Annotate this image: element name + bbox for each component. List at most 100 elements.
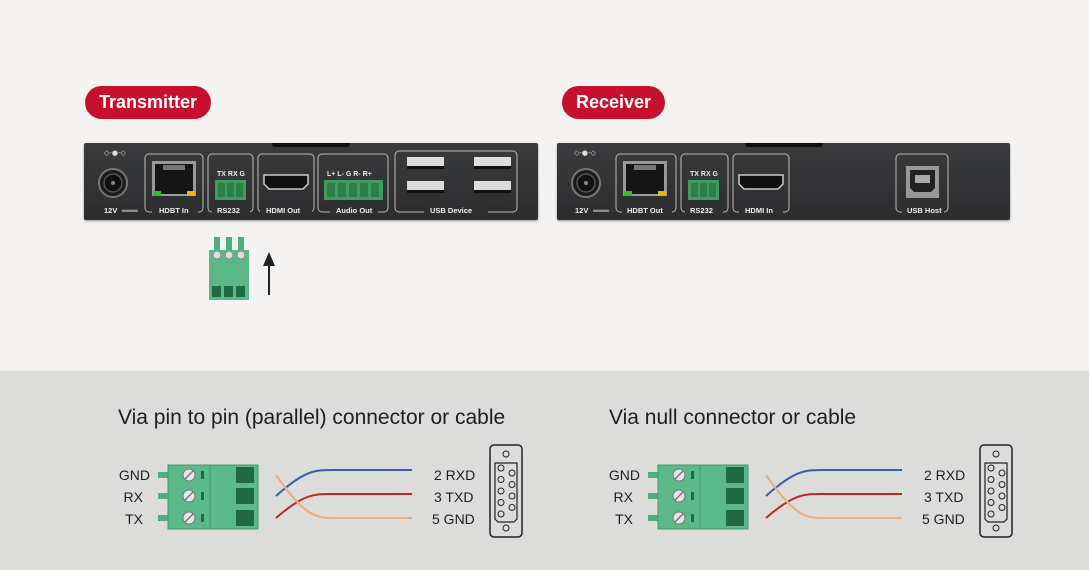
wire-orange xyxy=(765,474,902,519)
db9-pin xyxy=(497,499,505,506)
audio-label: Audio Out xyxy=(336,206,373,215)
wire-socket xyxy=(726,467,744,483)
db9-shell xyxy=(494,462,518,523)
db9-pin xyxy=(987,499,995,506)
transmitter-rear-panel: ◇-●-◇ 12V ═══ HDBT In TX RX G xyxy=(84,143,538,220)
usb-host-port: USB Host xyxy=(895,153,949,215)
screw-slot xyxy=(674,470,684,480)
terminal-marker xyxy=(201,492,204,500)
panel-notch xyxy=(272,143,350,147)
screw-slot xyxy=(184,513,194,523)
parallel-title: Via pin to pin (parallel) connector or c… xyxy=(118,406,506,429)
svg-text:◇-●-◇: ◇-●-◇ xyxy=(104,149,127,157)
db9-pin xyxy=(497,476,505,483)
terminal-pin-label: RX xyxy=(613,489,633,505)
hdmi-label: HDMI Out xyxy=(266,206,301,215)
svg-text:◇-●-◇: ◇-●-◇ xyxy=(574,149,597,157)
null-title: Via null connector or cable xyxy=(609,406,857,429)
terminal-pin-label: RX xyxy=(123,489,143,505)
db9-pin-label: 5 GND xyxy=(922,511,965,527)
wire-blue xyxy=(765,468,902,497)
terminal-pin-stub xyxy=(158,493,174,499)
db9-pin xyxy=(998,504,1006,511)
screw-slot xyxy=(674,491,684,501)
power-port: ◇-●-◇ 12V ═══ xyxy=(571,149,610,215)
db9-pin xyxy=(508,469,516,477)
db9-pin-label: 3 TXD xyxy=(924,489,964,505)
db9-pin xyxy=(497,464,505,472)
hdbt-label: HDBT In xyxy=(159,206,189,215)
wire-socket xyxy=(726,510,744,526)
hdbt-label: HDBT Out xyxy=(627,206,663,215)
db9-mount-hole xyxy=(992,524,1000,532)
wire-socket xyxy=(726,488,744,504)
db9-pin-label: 5 GND xyxy=(432,511,475,527)
hdmi-port: HDMI Out xyxy=(257,153,315,215)
transmitter-badge: Transmitter xyxy=(85,86,212,119)
wire-socket xyxy=(236,510,254,526)
audio-port: L+ L- G R- R+ Audio Out xyxy=(317,153,389,215)
svg-text:═══: ═══ xyxy=(121,206,139,215)
db9-pin xyxy=(987,487,995,495)
power-label: 12V xyxy=(104,206,117,215)
db9-shell xyxy=(984,462,1008,523)
svg-text:TX RX G: TX RX G xyxy=(217,171,246,178)
terminal-pin-label: TX xyxy=(615,511,633,527)
receiver-badge: Receiver xyxy=(562,86,666,119)
terminal-pin-label: GND xyxy=(608,467,640,483)
db9-pin xyxy=(987,510,995,518)
terminal-pin-stub xyxy=(648,493,664,499)
db9-pin xyxy=(998,469,1006,477)
terminal-block-insert xyxy=(209,237,275,300)
hdmi-port: HDMI In xyxy=(732,153,790,215)
hdbt-port: HDBT Out xyxy=(615,153,677,215)
wire-socket xyxy=(236,488,254,504)
db9-pin xyxy=(998,481,1006,488)
svg-text:L+ L- G R- R+: L+ L- G R- R+ xyxy=(327,171,372,178)
wire-orange xyxy=(275,474,412,519)
receiver-rear-panel: ◇-●-◇ 12V ═══ HDBT Out TX RX G RS232 xyxy=(557,143,1010,220)
screw-slot xyxy=(184,470,194,480)
screw-slot xyxy=(674,513,684,523)
transmitter-ports: ◇-●-◇ 12V ═══ HDBT In TX RX G xyxy=(98,149,518,215)
db9-pin xyxy=(508,504,516,511)
hdbt-port: HDBT In xyxy=(144,153,204,215)
db9-connector-icon xyxy=(979,444,1013,538)
terminal-marker xyxy=(691,471,694,479)
wire-red xyxy=(275,492,412,519)
terminal-marker xyxy=(691,492,694,500)
power-label: 12V xyxy=(575,206,588,215)
db9-pin xyxy=(497,510,505,518)
usb-device-label: USB Device xyxy=(430,206,472,215)
terminal-pin-label: TX xyxy=(125,511,143,527)
db9-pin-label: 2 RXD xyxy=(434,467,476,483)
usb-host-label: USB Host xyxy=(907,206,942,215)
svg-text:TX RX G: TX RX G xyxy=(690,171,719,178)
db9-connector-icon xyxy=(489,444,523,538)
usb-device-port: USB Device xyxy=(394,150,518,215)
terminal-pin-stub xyxy=(158,472,174,478)
db9-mount-hole xyxy=(502,524,510,532)
terminal-marker xyxy=(201,471,204,479)
db9-mount-hole xyxy=(992,450,1000,458)
rs232-label: RS232 xyxy=(690,206,713,215)
db9-pin xyxy=(987,476,995,483)
panel-notch xyxy=(745,143,823,147)
db9-pin xyxy=(508,492,516,500)
terminal-pin-stub xyxy=(648,515,664,521)
terminal-block-icon xyxy=(209,237,249,300)
rs232-label: RS232 xyxy=(217,206,240,215)
wire-red xyxy=(765,492,902,519)
hdmi-label: HDMI In xyxy=(745,206,773,215)
db9-pin xyxy=(497,487,505,495)
insert-arrow-icon xyxy=(263,252,275,295)
db9-pin-label: 3 TXD xyxy=(434,489,474,505)
wire-socket xyxy=(236,467,254,483)
db9-pin-label: 2 RXD xyxy=(924,467,966,483)
terminal-pin-stub xyxy=(158,515,174,521)
svg-text:═══: ═══ xyxy=(592,206,610,215)
terminal-marker xyxy=(691,514,694,522)
receiver-ports: ◇-●-◇ 12V ═══ HDBT Out TX RX G RS232 xyxy=(571,149,949,215)
rs232-port: TX RX G RS232 xyxy=(680,153,729,215)
